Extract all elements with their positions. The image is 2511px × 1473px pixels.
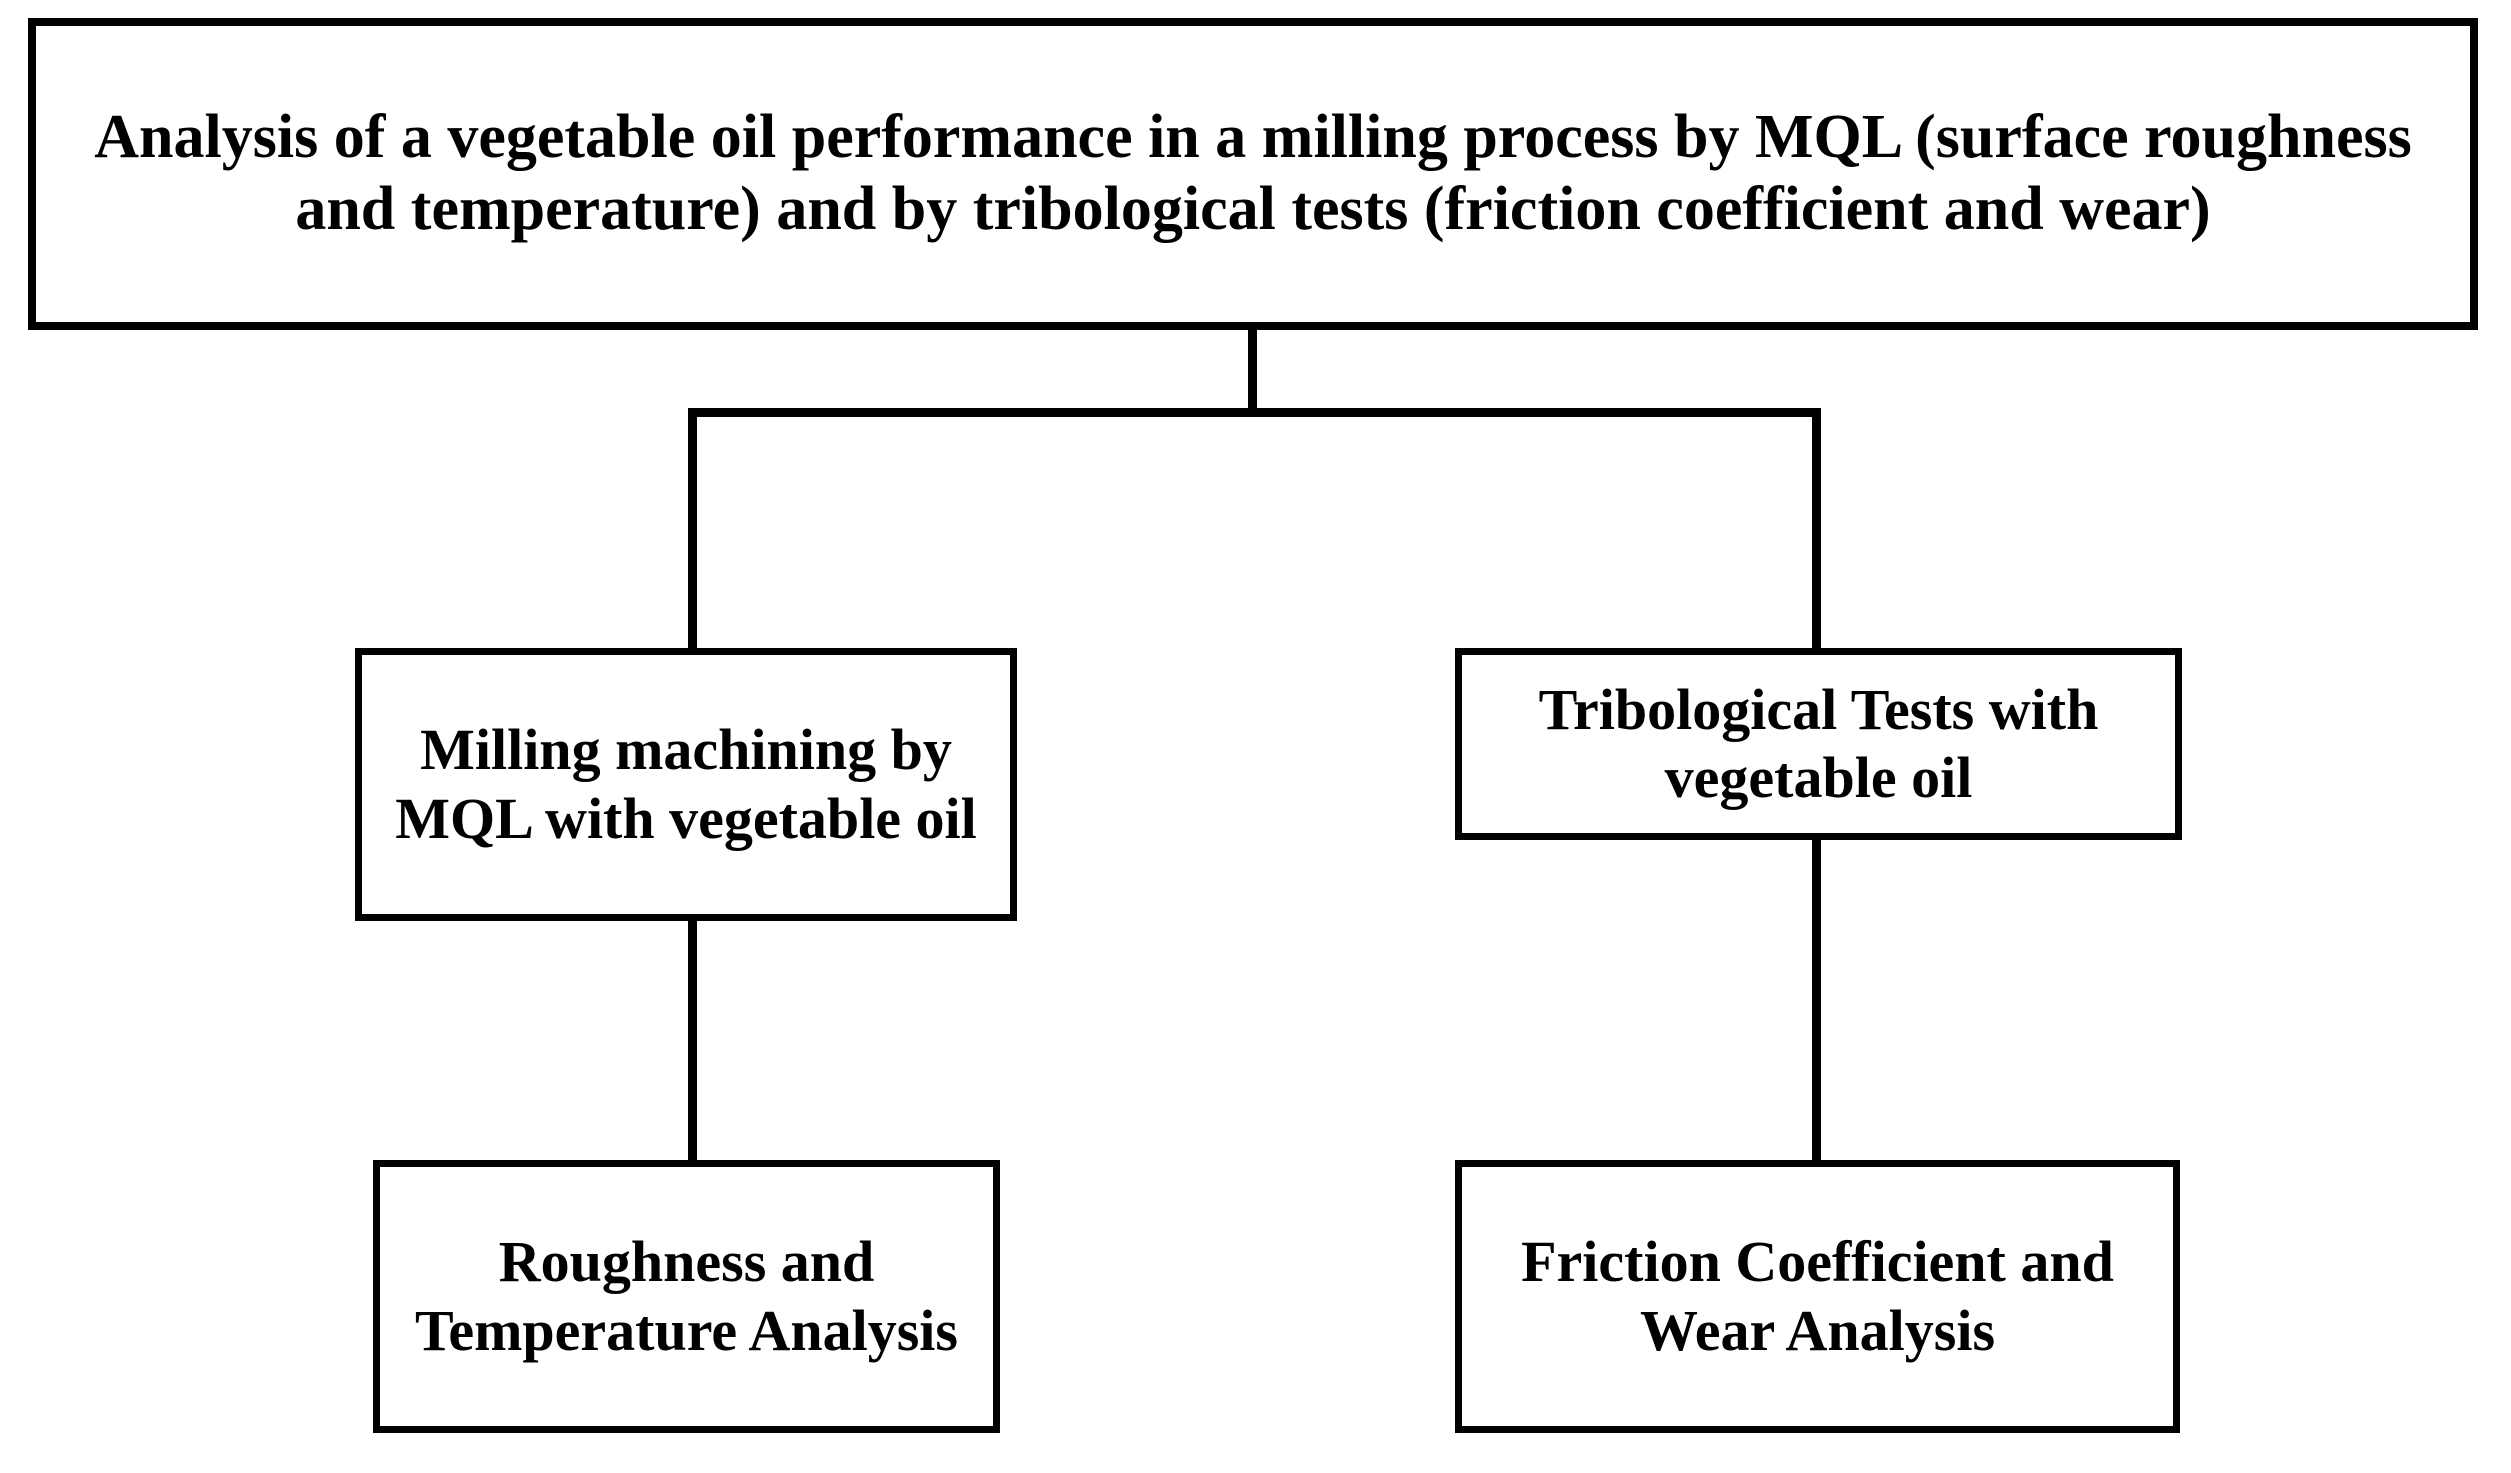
node-roughness-label: Roughness and Temperature Analysis [415,1229,958,1363]
connector-root-stem [1248,325,1257,417]
node-friction-label: Friction Coefficient and Wear Analysis [1521,1229,2114,1363]
node-roughness-temperature-analysis: Roughness and Temperature Analysis [373,1160,1000,1433]
node-milling-machining: Milling machining by MQL with vegetable … [355,648,1017,921]
node-root-title: Analysis of a vegetable oil performance … [28,18,2478,330]
node-root-label: Analysis of a vegetable oil performance … [94,103,2412,243]
connector-milling-to-roughness [688,916,697,1165]
node-milling-label: Milling machining by MQL with vegetable … [395,717,977,851]
connector-root-to-tribological [1812,408,1821,653]
node-tribological-tests: Tribological Tests with vegetable oil [1455,648,2182,840]
connector-tribological-to-friction [1812,835,1821,1165]
connector-split-bar [688,408,1821,417]
connector-root-to-milling [688,408,697,653]
node-tribological-label: Tribological Tests with vegetable oil [1538,676,2099,810]
node-friction-coefficient-wear-analysis: Friction Coefficient and Wear Analysis [1455,1160,2180,1433]
